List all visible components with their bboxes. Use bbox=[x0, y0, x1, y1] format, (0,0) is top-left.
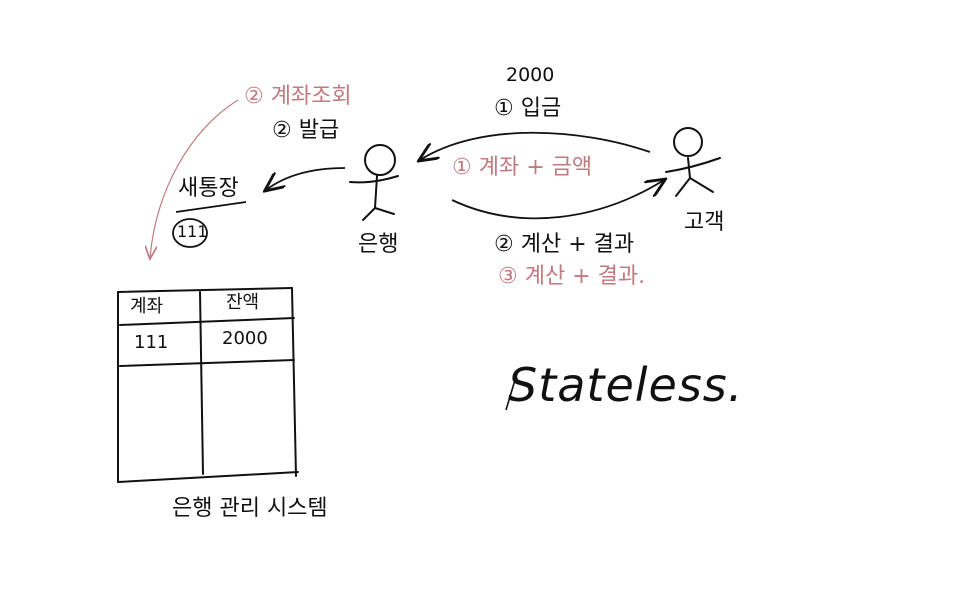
amount-label: 2000 bbox=[506, 64, 555, 86]
bank-label: 은행 bbox=[358, 232, 399, 257]
calc-result-label: ② 계산 + 결과 bbox=[494, 232, 635, 257]
table-cell-balance: 2000 bbox=[222, 328, 268, 349]
account-plus-amount-label: ① 계좌 + 금액 bbox=[452, 155, 593, 180]
passbook-label: 새통장 bbox=[178, 176, 239, 201]
arrow-bank-to-passbook bbox=[266, 167, 346, 190]
arrow-bank-to-customer bbox=[451, 180, 664, 220]
customer-figure bbox=[665, 127, 721, 197]
account-table-grid bbox=[117, 287, 299, 483]
passbook-number: 111 bbox=[177, 222, 208, 241]
bank-figure bbox=[349, 144, 399, 221]
issue-label: ② 발급 bbox=[272, 118, 340, 143]
table-caption: 은행 관리 시스템 bbox=[172, 496, 328, 521]
calc-result-red-label: ③ 계산 + 결과. bbox=[498, 264, 646, 289]
deposit-label: ① 입금 bbox=[494, 96, 562, 121]
account-lookup-label: ② 계좌조회 bbox=[244, 84, 352, 109]
passbook-underline bbox=[175, 201, 247, 213]
customer-label: 고객 bbox=[684, 210, 725, 235]
arrow-customer-to-bank bbox=[420, 131, 651, 160]
table-header-account: 계좌 bbox=[130, 296, 164, 317]
stateless-flourish bbox=[505, 369, 519, 411]
table-cell-account: 111 bbox=[134, 332, 169, 353]
table-header-balance: 잔액 bbox=[226, 292, 260, 313]
stateless-title: Stateless. bbox=[508, 358, 744, 412]
arrow-account-lookup bbox=[150, 99, 239, 258]
passbook-number-circle bbox=[172, 218, 208, 248]
